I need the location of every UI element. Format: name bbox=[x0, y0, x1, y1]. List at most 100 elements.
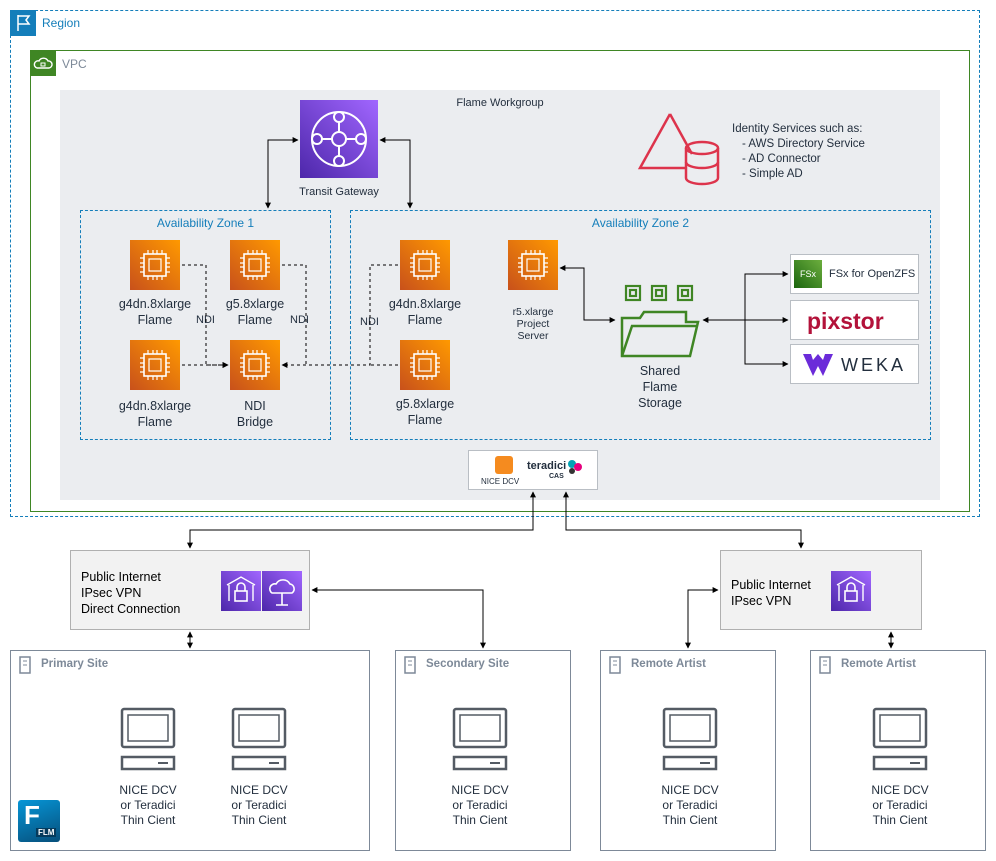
shared-storage-icon bbox=[620, 284, 700, 358]
thin-client-monitor-icon bbox=[870, 705, 930, 773]
client-line: or Teradici bbox=[120, 798, 176, 812]
ndi-label: NDI bbox=[290, 314, 309, 326]
teradici-label: teradici bbox=[527, 460, 567, 472]
building-icon bbox=[19, 656, 31, 674]
thin-client-monitor-icon bbox=[229, 705, 289, 773]
identity-item: - AD Connector bbox=[742, 153, 821, 165]
ndi-label: NDI bbox=[196, 314, 215, 326]
client-line: Thin Cient bbox=[872, 813, 928, 827]
protocol-box: NICE DCV teradici CAS bbox=[468, 450, 598, 490]
az2-label: Availability Zone 2 bbox=[591, 216, 690, 230]
direct-connect-icon bbox=[262, 571, 302, 611]
remote-artist-site: Remote Artist bbox=[600, 650, 776, 851]
client-line: Thin Cient bbox=[120, 813, 176, 827]
transit-gateway-label: Transit Gateway bbox=[299, 186, 379, 198]
identity-title: Identity Services such as: bbox=[732, 123, 863, 135]
vpn-lock-icon bbox=[831, 571, 871, 611]
client-line: or Teradici bbox=[662, 798, 718, 812]
remote-artist-site: Remote Artist bbox=[810, 650, 986, 851]
flame-logo-icon: F FLM bbox=[18, 800, 60, 842]
instance-role: Flame bbox=[137, 415, 173, 429]
identity-services-icon bbox=[637, 113, 720, 186]
fsx-openzfs-box: FSx FSx for OpenZFS bbox=[790, 254, 919, 294]
nice-dcv-label: NICE DCV bbox=[481, 477, 520, 486]
thin-client-monitor-icon bbox=[450, 705, 510, 773]
pixstor-logo: pixstor bbox=[807, 308, 884, 334]
server-line: Server bbox=[517, 330, 549, 342]
remote-artist-label: Remote Artist bbox=[841, 658, 916, 670]
instance-role: Flame bbox=[407, 313, 443, 327]
fsx-label: FSx for OpenZFS bbox=[829, 268, 916, 280]
workgroup-label: Flame Workgroup bbox=[456, 97, 544, 109]
instance-role: Flame bbox=[137, 313, 173, 327]
flame-workgroup bbox=[60, 90, 940, 500]
vpc-label: VPC bbox=[62, 57, 87, 71]
pixstor-box: pixstor bbox=[790, 300, 919, 340]
instance-type: g4dn.8xlarge bbox=[388, 297, 462, 311]
az1-label: Availability Zone 1 bbox=[156, 216, 255, 230]
client-line: Thin Cient bbox=[452, 813, 508, 827]
net-line: Public Internet bbox=[81, 570, 161, 584]
weka-mark-icon bbox=[803, 354, 833, 376]
remote-artist-label: Remote Artist bbox=[631, 658, 706, 670]
vpn-lock-icon bbox=[221, 571, 261, 611]
instance-type: g5.8xlarge bbox=[395, 397, 455, 411]
net-line: IPsec VPN bbox=[731, 594, 792, 608]
thin-client-monitor-icon bbox=[118, 705, 178, 773]
nice-dcv-icon bbox=[495, 456, 513, 474]
weka-logo: WEKA bbox=[841, 355, 907, 375]
cas-label: CAS bbox=[549, 473, 564, 480]
building-icon bbox=[819, 656, 831, 674]
server-line: Project bbox=[516, 318, 550, 330]
instance-type: g5.8xlarge bbox=[225, 297, 285, 311]
ndi-label: NDI bbox=[360, 316, 379, 328]
ec2-instance-icon bbox=[508, 240, 558, 290]
availability-zone-1 bbox=[80, 210, 331, 440]
thin-client-monitor-icon bbox=[660, 705, 720, 773]
primary-site: Primary Site bbox=[10, 650, 370, 851]
client-line: NICE DCV bbox=[119, 783, 177, 797]
primary-site-label: Primary Site bbox=[41, 658, 109, 670]
secondary-site-label: Secondary Site bbox=[426, 658, 510, 670]
identity-services-text: Identity Services such as: - AWS Directo… bbox=[732, 122, 865, 182]
secondary-site: Secondary Site bbox=[395, 650, 571, 851]
client-line: NICE DCV bbox=[230, 783, 288, 797]
fsx-icon: FSx bbox=[794, 260, 822, 288]
region-label: Region bbox=[42, 16, 81, 30]
identity-item: - AWS Directory Service bbox=[742, 138, 865, 150]
server-line: r5.xlarge bbox=[512, 306, 554, 318]
availability-zone-2 bbox=[350, 210, 931, 440]
net-line: IPsec VPN bbox=[81, 586, 142, 600]
client-line: or Teradici bbox=[452, 798, 508, 812]
building-icon bbox=[404, 656, 416, 674]
instance-role: Flame bbox=[407, 413, 443, 427]
instance-role: Flame bbox=[237, 313, 273, 327]
region-flag-icon bbox=[10, 10, 36, 36]
identity-item: - Simple AD bbox=[742, 168, 803, 180]
ec2-instance-icon bbox=[130, 240, 180, 290]
ec2-instance-icon bbox=[230, 240, 280, 290]
client-line: NICE DCV bbox=[451, 783, 509, 797]
building-icon bbox=[609, 656, 621, 674]
client-line: or Teradici bbox=[231, 798, 287, 812]
ec2-instance-icon bbox=[230, 340, 280, 390]
client-line: or Teradici bbox=[872, 798, 928, 812]
client-line: NICE DCV bbox=[661, 783, 719, 797]
net-line: Public Internet bbox=[731, 578, 811, 592]
